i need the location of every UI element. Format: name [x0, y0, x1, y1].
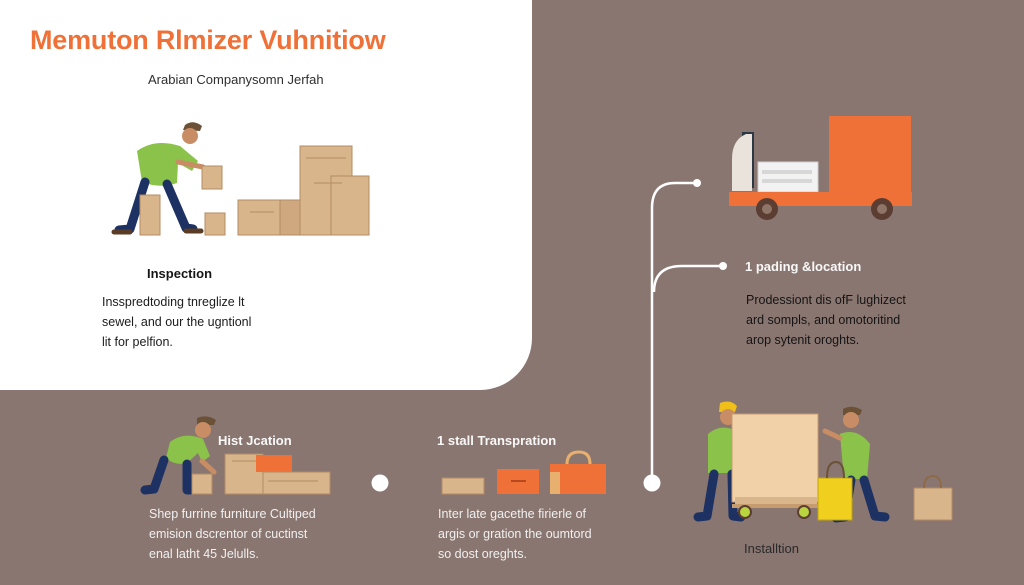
step-description-line: enal latht 45 Jelulls. [149, 547, 259, 561]
step-description-line: Shep furrine furniture Cultiped [149, 507, 316, 521]
step-description-line: lit for pelfion. [102, 335, 173, 349]
step-description-line: emision dscrentor of cuctinst [149, 527, 308, 541]
step-description-line: sewel, and our the ugntionl [102, 315, 252, 329]
step-description-inspection: Insspredtoding tnreglize lt sewel, and o… [102, 292, 251, 352]
step-description-line: Insspredtoding tnreglize lt [102, 295, 245, 309]
step-description-line: argis or gration the oumtord [438, 527, 592, 541]
step-description-line: Prodessiont dis ofF lughizect [746, 293, 906, 307]
bag-icon [817, 460, 953, 521]
step-label-hist-location: Hist Jcation [218, 433, 292, 448]
connector-dot-bottom-right [643, 474, 661, 492]
step-description-transportation: Inter late gacethe firierle of argis or … [438, 504, 592, 564]
white-panel [0, 0, 532, 390]
truck-illustration [729, 116, 912, 220]
bag-icon [550, 450, 606, 494]
box-icon [191, 453, 331, 495]
hist-location-illustration [140, 416, 331, 495]
step-label-inspection: Inspection [147, 266, 213, 281]
step-label-installation: Installtion [744, 541, 799, 556]
step-label-transportation: 1 stall Transpration [437, 433, 557, 448]
transportation-illustration [441, 450, 606, 495]
step-description-line: Inter late gacethe firierle of [438, 507, 586, 521]
connector-dot-bottom-left [371, 474, 389, 492]
step-description-line: so dost oreghts. [438, 547, 527, 561]
installation-illustration [693, 401, 953, 523]
step-description-hist-location: Shep furrine furniture Cultiped emision … [149, 504, 316, 564]
page-title: Memuton Rlmizer Vuhnitiow [30, 25, 386, 55]
connector-branch [652, 264, 723, 293]
worker-icon [111, 122, 206, 235]
step-description-line: arop sytenit oroghts. [746, 333, 860, 347]
box-icon [139, 145, 370, 236]
page-subtitle: Arabian Companysomn Jerfah [148, 72, 324, 87]
step-label-loading-location: 1 pading &location [745, 259, 862, 274]
cart-icon [731, 413, 819, 519]
connector-dot-top [693, 179, 701, 187]
inspection-illustration [111, 122, 370, 236]
step-description-loading-location: Prodessiont dis ofF lughizect ard sompls… [746, 290, 906, 350]
connector-dot-middle [719, 262, 727, 270]
connector-line-main [650, 181, 697, 483]
box-icon [441, 469, 539, 495]
step-description-line: ard sompls, and omotoritind [746, 313, 901, 327]
truck-icon [729, 116, 912, 220]
